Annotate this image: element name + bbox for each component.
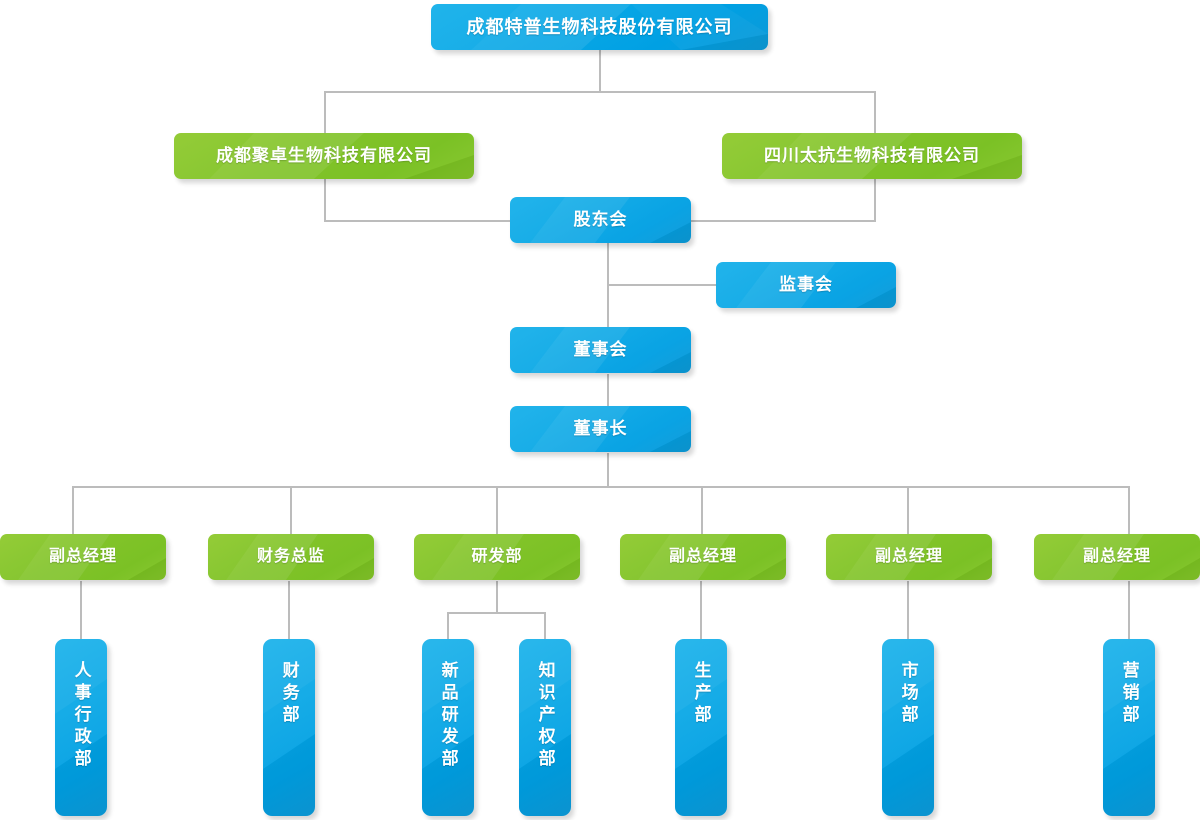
connector-chairman-down [607,453,609,487]
node-dept-production[interactable]: 生产部 [675,639,727,816]
node-label: 董事会 [573,340,628,360]
node-manager-vice-gm-1[interactable]: 副总经理 [0,534,166,580]
node-label: 人事行政部 [71,661,91,771]
node-manager-vice-gm-2[interactable]: 副总经理 [620,534,786,580]
connector-board-down [607,374,609,406]
node-label: 副总经理 [1082,548,1151,565]
connector-rd-down [496,581,498,613]
node-label: 知识产权部 [535,661,555,771]
node-manager-vice-gm-3[interactable]: 副总经理 [826,534,992,580]
node-dept-sales[interactable]: 营销部 [1103,639,1155,816]
node-label: 监事会 [779,275,833,295]
connector-manager-drop-1 [72,486,74,534]
node-manager-vice-gm-4[interactable]: 副总经理 [1034,534,1200,580]
connector-rd-bus [447,612,545,614]
node-manager-rd[interactable]: 研发部 [414,534,580,580]
node-label: 生产部 [691,661,711,727]
connector-dept-drop-hr [80,581,82,639]
connector-manager-drop-3 [496,486,498,534]
node-label: 副总经理 [48,548,117,565]
node-label: 财务部 [279,661,299,727]
node-subsidiary-juzhuo[interactable]: 成都聚卓生物科技有限公司 [174,133,474,179]
connector-manager-drop-5 [907,486,909,534]
node-chairman[interactable]: 董事长 [510,406,691,452]
connector-manager-drop-6 [1128,486,1130,534]
connector-shareholders-right-in [690,220,876,222]
connector-rd-drop-left [447,612,449,640]
connector-dept-drop-production [700,581,702,639]
connector-supervisors-branch [607,284,717,286]
node-label: 股东会 [573,210,628,230]
node-shareholders-meeting[interactable]: 股东会 [510,197,691,243]
node-label: 副总经理 [668,548,737,565]
node-dept-intellectual-property[interactable]: 知识产权部 [519,639,571,816]
node-dept-market[interactable]: 市场部 [882,639,934,816]
node-board-of-directors[interactable]: 董事会 [510,327,691,373]
node-root-company[interactable]: 成都特普生物科技股份有限公司 [431,4,768,50]
node-label: 董事长 [573,419,628,439]
node-subsidiary-taikang[interactable]: 四川太抗生物科技有限公司 [722,133,1022,179]
node-label: 四川太抗生物科技有限公司 [764,146,980,166]
connector-rd-drop-right [544,612,546,640]
node-label: 营销部 [1119,661,1139,727]
connector-shareholders-left-in [324,220,512,222]
connector-root-down [599,50,601,92]
connector-subsidiary-bus [324,91,876,93]
node-label: 新品研发部 [438,661,458,771]
node-board-of-supervisors[interactable]: 监事会 [716,262,896,308]
connector-manager-drop-4 [701,486,703,534]
node-label: 副总经理 [874,548,943,565]
node-label: 研发部 [471,548,523,565]
connector-manager-bus [72,486,1128,488]
connector-dept-drop-market [907,581,909,639]
node-label: 成都特普生物科技股份有限公司 [466,16,733,37]
node-dept-hr-admin[interactable]: 人事行政部 [55,639,107,816]
node-label: 财务总监 [256,548,325,565]
connector-manager-drop-2 [290,486,292,534]
connector-dept-drop-finance [288,581,290,639]
node-dept-finance[interactable]: 财务部 [263,639,315,816]
node-label: 市场部 [898,661,918,727]
node-dept-new-product-rd[interactable]: 新品研发部 [422,639,474,816]
node-manager-cfo[interactable]: 财务总监 [208,534,374,580]
connector-dept-drop-sales [1128,581,1130,639]
node-label: 成都聚卓生物科技有限公司 [216,146,432,166]
